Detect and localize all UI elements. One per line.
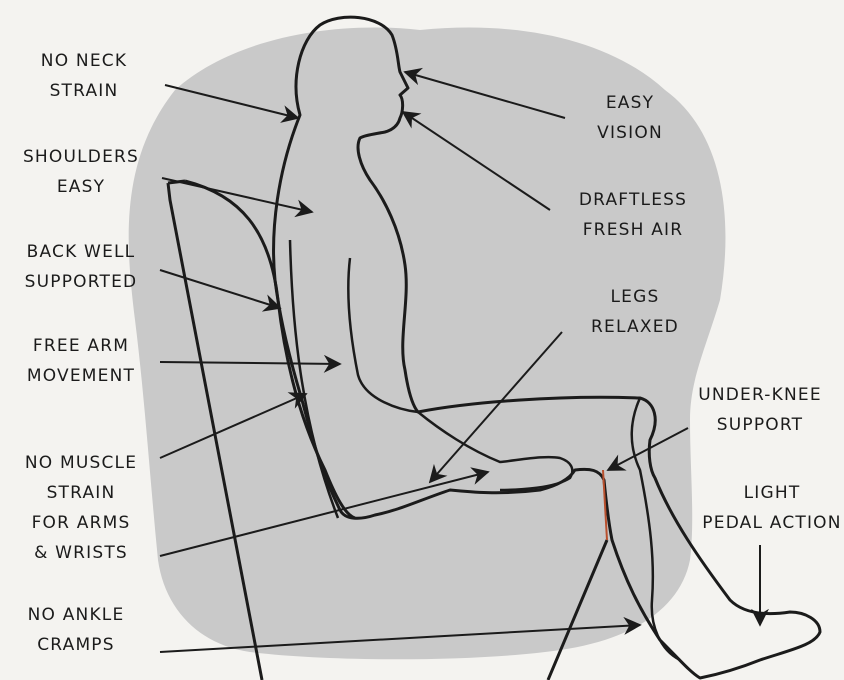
label-no-muscle-strain: NO MUSCLE STRAIN FOR ARMS & WRISTS [6,448,156,568]
label-line: PEDAL ACTION [700,508,844,538]
label-under-knee-support: UNDER-KNEE SUPPORT [680,380,840,440]
label-line: SUPPORTED [6,267,156,297]
label-shoulders-easy: SHOULDERS EASY [6,142,156,202]
label-free-arm-movement: FREE ARM MOVEMENT [6,331,156,391]
label-legs-relaxed: LEGS RELAXED [565,282,705,342]
label-line: SHOULDERS [6,142,156,172]
label-line: SUPPORT [680,410,840,440]
label-line: BACK WELL [6,237,156,267]
label-draftless-fresh-air: DRAFTLESS FRESH AIR [553,185,713,245]
label-line: RELAXED [565,312,705,342]
label-no-neck-strain: NO NECK STRAIN [14,46,154,106]
label-light-pedal-action: LIGHT PEDAL ACTION [700,478,844,538]
label-line: LEGS [565,282,705,312]
label-line: NO MUSCLE [6,448,156,478]
label-line: NO ANKLE [6,600,146,630]
label-line: MOVEMENT [6,361,156,391]
label-back-well-supported: BACK WELL SUPPORTED [6,237,156,297]
label-line: FOR ARMS [6,508,156,538]
label-line: VISION [570,118,690,148]
label-line: UNDER-KNEE [680,380,840,410]
label-no-ankle-cramps: NO ANKLE CRAMPS [6,600,146,660]
label-line: LIGHT [700,478,844,508]
label-easy-vision: EASY VISION [570,88,690,148]
label-line: STRAIN [14,76,154,106]
label-line: CRAMPS [6,630,146,660]
label-line: STRAIN [6,478,156,508]
label-line: & WRISTS [6,538,156,568]
label-line: EASY [570,88,690,118]
label-line: FRESH AIR [553,215,713,245]
label-line: FREE ARM [6,331,156,361]
label-line: NO NECK [14,46,154,76]
label-line: EASY [6,172,156,202]
label-line: DRAFTLESS [553,185,713,215]
